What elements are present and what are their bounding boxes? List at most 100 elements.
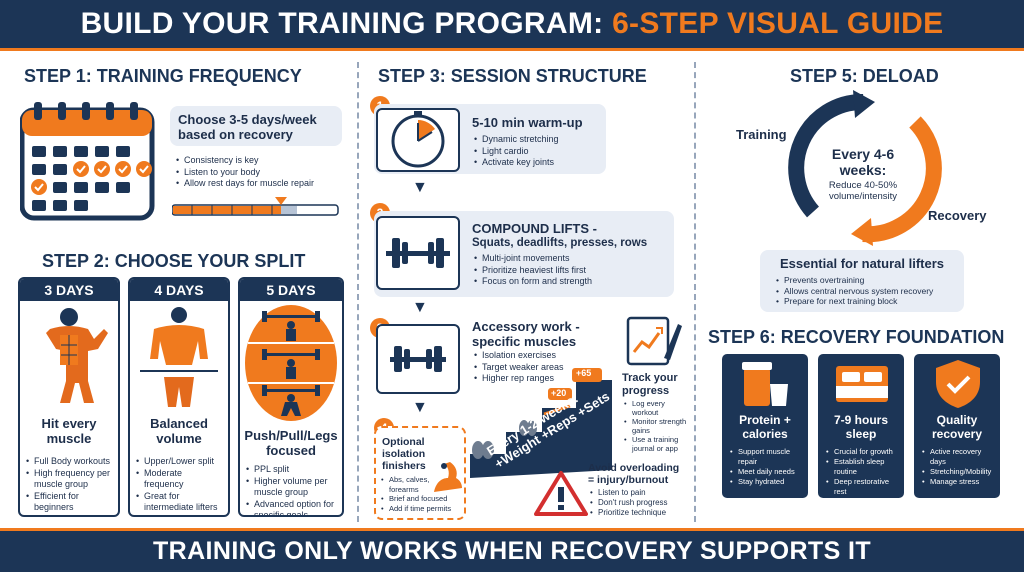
accessory-title: Accessory work - specific muscles	[472, 319, 580, 349]
progress-stairs-icon	[470, 368, 612, 478]
avoid-title: Avoid overloading = injury/burnout	[588, 462, 680, 486]
arrow-down-icon: ▼	[412, 299, 428, 316]
split-bullets: Upper/Lower split Moderate frequency Gre…	[136, 456, 224, 514]
title-accent: 6-STEP VISUAL GUIDE	[612, 7, 944, 40]
list-item: Log every workout	[624, 399, 688, 417]
list-item: Meet daily needs	[730, 467, 804, 477]
compound-subtitle: Squats, deadlifts, presses, rows	[472, 237, 648, 249]
divider	[0, 48, 1024, 51]
list-item: Activate key joints	[474, 157, 604, 169]
list-item: Advanced option for specific goals	[246, 499, 338, 516]
split-card-4-days: 4 DAYS Balanced volume Upper/Lower split…	[128, 277, 230, 517]
recovery-card-title: 7-9 hours sleep	[833, 413, 888, 441]
list-item: Deep restorative rest	[826, 477, 900, 497]
split-title: Balanced volume	[150, 416, 208, 446]
stair-step-label: +65	[576, 368, 592, 378]
protein-shaker-icon	[742, 362, 788, 406]
deload-note-title: Essential for natural lifters	[780, 256, 944, 271]
list-item: High frequency per muscle group	[26, 468, 114, 491]
recovery-card-quality: Quality recovery Active recovery days St…	[914, 354, 1000, 498]
title-banner: BUILD YOUR TRAINING PROGRAM: 6-STEP VISU…	[0, 0, 1024, 48]
deload-note-panel: Essential for natural lifters Prevents o…	[760, 250, 964, 312]
list-item: Listen to pain	[590, 488, 686, 498]
list-item: Stretching/Mobility	[922, 467, 996, 477]
warmup-bullets: Dynamic stretching Light cardio Activate…	[474, 134, 604, 169]
list-item: PPL split	[246, 464, 338, 476]
list-item: Abs, calves, forearms	[381, 475, 460, 494]
split-card-3-days: 3 DAYS Hit every muscle Full Body workou…	[18, 277, 120, 517]
push-pull-legs-icon	[245, 305, 337, 421]
list-item: Multi-joint movements	[474, 253, 674, 265]
warning-icon	[534, 471, 588, 516]
warmup-title: 5-10 min warm-up	[472, 115, 583, 130]
finishers-title: Optional isolation finishers	[382, 436, 426, 472]
accessory-icon-box	[376, 324, 460, 394]
recovery-card-nutrition: Protein + calories Support muscle repair…	[722, 354, 808, 498]
divider	[694, 62, 696, 522]
cycle-label-recovery: Recovery	[928, 208, 987, 223]
divider	[357, 62, 359, 522]
list-item: Manage stress	[922, 477, 996, 487]
list-item: Focus on form and strength	[474, 276, 674, 288]
list-item: Higher rep ranges	[474, 373, 614, 385]
split-title: Hit every muscle	[41, 416, 97, 446]
list-item: Consistency is key	[176, 155, 356, 167]
recovery-card-bullets: Support muscle repair Meet daily needs S…	[730, 447, 804, 487]
finishers-bullets: Abs, calves, forearms Brief and focused …	[381, 475, 460, 513]
list-item: Full Body workouts	[26, 456, 114, 468]
recovery-card-bullets: Active recovery days Stretching/Mobility…	[922, 447, 996, 487]
split-title: Push/Pull/Legs focused	[244, 428, 338, 458]
finishers-panel: Optional isolation finishers Abs, calves…	[374, 426, 466, 520]
list-item: Isolation exercises	[474, 350, 614, 362]
full-body-muscle-icon	[46, 308, 108, 403]
list-item: Target weaker areas	[474, 362, 614, 374]
list-item: Prepare for next training block	[776, 296, 956, 307]
list-item: Monitor strength gains	[624, 417, 688, 435]
list-item: Listen to your body	[176, 167, 356, 179]
split-days: 3 DAYS	[20, 279, 118, 301]
track-bullets: Log every workout Monitor strength gains…	[624, 399, 688, 453]
list-item: Support muscle repair	[730, 447, 804, 467]
list-item: Stay hydrated	[730, 477, 804, 487]
split-days: 4 DAYS	[130, 279, 228, 301]
step2-heading: STEP 2: CHOOSE YOUR SPLIT	[42, 251, 306, 271]
journal-chart-icon	[626, 316, 682, 366]
split-bullets: Full Body workouts High frequency per mu…	[26, 456, 114, 514]
step1-bullets: Consistency is key Listen to your body A…	[176, 155, 356, 190]
flexed-arm-icon	[434, 462, 462, 492]
recovery-card-sleep: 7-9 hours sleep Crucial for growth Estab…	[818, 354, 904, 498]
list-item: Prioritize technique	[590, 508, 686, 518]
step3-heading: STEP 3: SESSION STRUCTURE	[378, 66, 647, 86]
list-item: Active recovery days	[922, 447, 996, 467]
warmup-icon-box	[376, 108, 460, 172]
shield-check-icon	[936, 360, 980, 408]
compound-icon-box	[376, 216, 460, 290]
title-main: BUILD YOUR TRAINING PROGRAM:	[80, 7, 604, 40]
list-item: Moderate frequency	[136, 468, 224, 491]
arrow-down-icon: ▼	[412, 179, 428, 196]
deload-reduction: Reduce 40-50% volume/intensity	[828, 180, 898, 202]
step1-callout-text: Choose 3-5 days/week based on recovery	[178, 112, 317, 142]
track-title: Track your progress	[622, 372, 678, 397]
bed-icon	[836, 366, 888, 402]
list-item: Allows central nervous system recovery	[776, 286, 956, 297]
list-item: Upper/Lower split	[136, 456, 224, 468]
step6-heading: STEP 6: RECOVERY FOUNDATION	[708, 327, 1005, 347]
list-item: Prioritize heaviest lifts first	[474, 265, 674, 277]
stopwatch-icon	[391, 111, 445, 168]
compound-bullets: Multi-joint movements Prioritize heavies…	[474, 253, 674, 288]
list-item: Dynamic stretching	[474, 134, 604, 146]
frequency-slider	[172, 197, 339, 216]
split-days: 5 DAYS	[240, 279, 342, 301]
list-item: Add if time permits	[381, 504, 460, 514]
list-item: Use a training journal or app	[624, 435, 688, 453]
recovery-card-title: Quality recovery	[931, 413, 983, 441]
barbell-icon	[386, 238, 450, 268]
list-item: Don't rush progress	[590, 498, 686, 508]
stair-step-label: +20	[551, 388, 567, 398]
accessory-bullets: Isolation exercises Target weaker areas …	[474, 350, 614, 385]
calendar-icon	[20, 102, 155, 221]
recovery-card-bullets: Crucial for growth Establish sleep routi…	[826, 447, 900, 497]
list-item: Great for intermediate lifters	[136, 491, 224, 514]
arrow-down-icon: ▼	[412, 399, 428, 416]
